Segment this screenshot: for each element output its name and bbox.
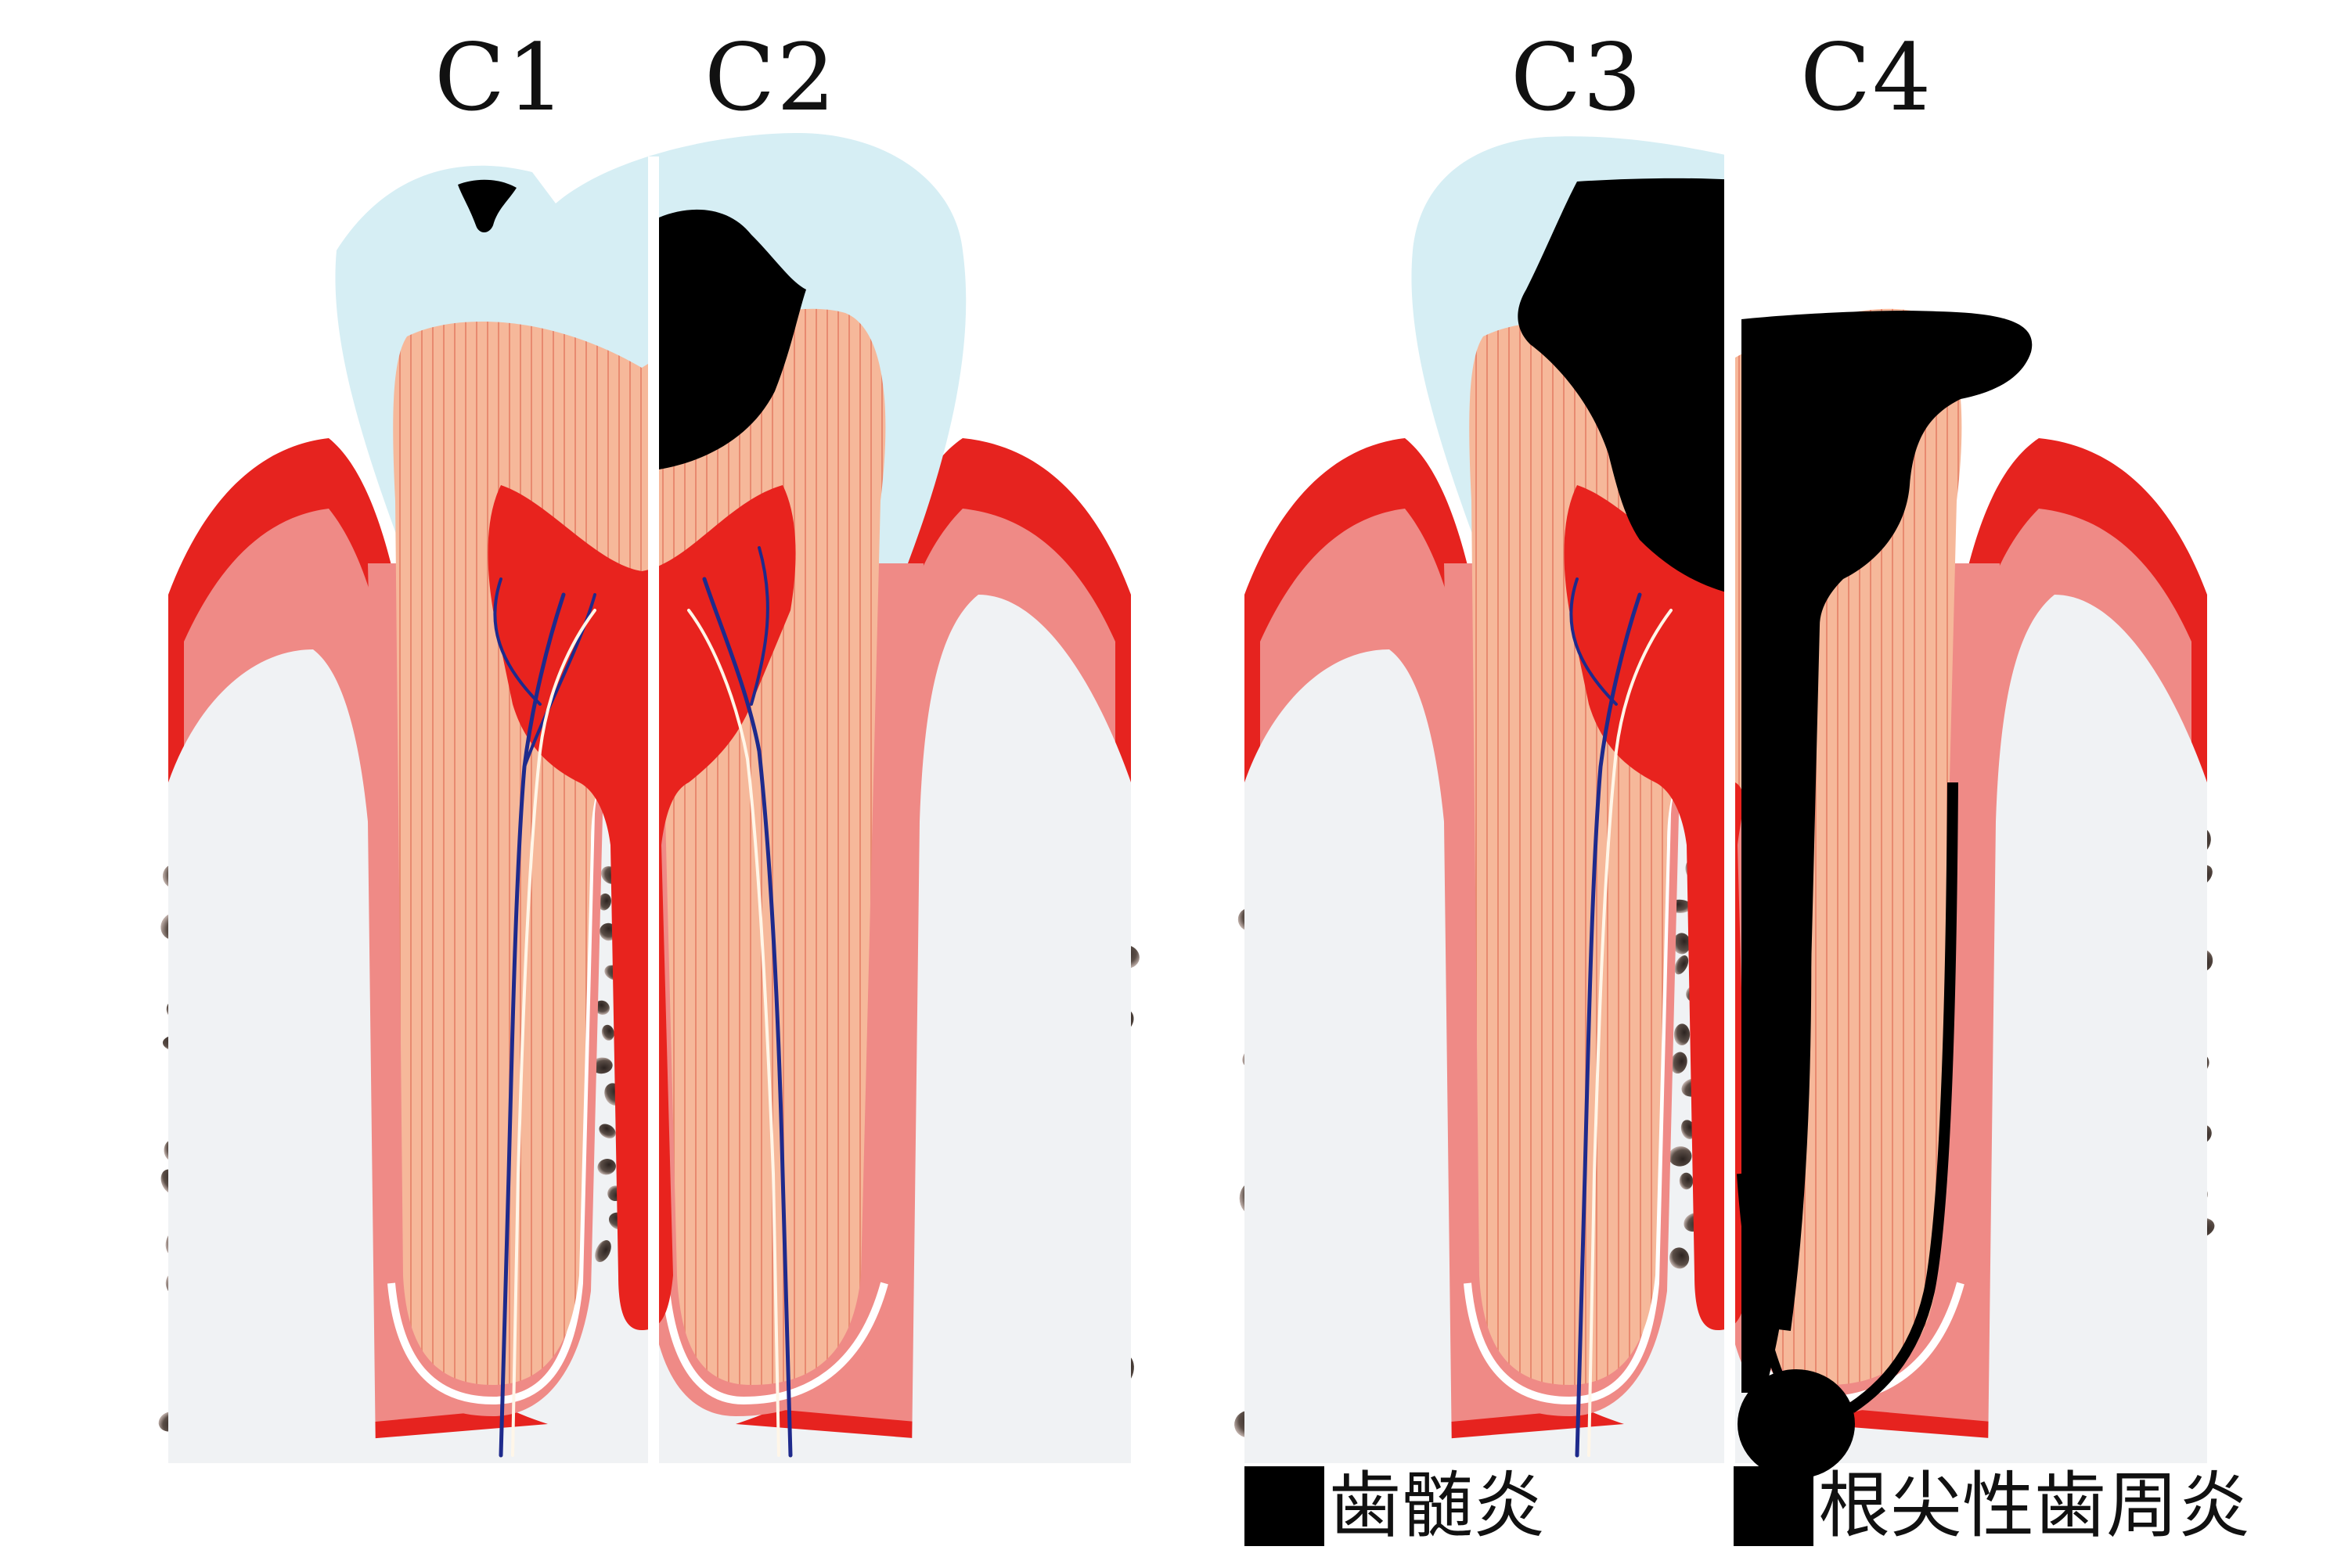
bone-crest-right bbox=[912, 595, 1131, 1455]
stage-label-c1: C1 bbox=[434, 31, 567, 124]
legend-label-pulpitis: 歯髄炎 bbox=[1329, 1470, 1545, 1542]
bone-crest-right-panel-left bbox=[1244, 649, 1452, 1455]
legend-swatch-apical-periodontitis bbox=[1734, 1466, 1813, 1546]
stage-label-c3: C3 bbox=[1511, 31, 1643, 124]
stage-label-c2: C2 bbox=[704, 31, 837, 124]
split-line-right bbox=[1724, 149, 1735, 1463]
apical-lesion bbox=[1738, 1369, 1855, 1479]
left-tooth-panel bbox=[156, 133, 1141, 1463]
legend-apical-periodontitis: 根尖性歯周炎 bbox=[1734, 1463, 2250, 1549]
legend-label-apical-periodontitis: 根尖性歯周炎 bbox=[1818, 1470, 2250, 1542]
right-tooth-panel bbox=[1231, 136, 2217, 1479]
stage-label-c4: C4 bbox=[1800, 31, 1932, 124]
split-line-left bbox=[648, 156, 659, 1463]
legend-swatch-pulpitis bbox=[1244, 1466, 1324, 1546]
bone-crest-left bbox=[168, 649, 376, 1455]
bone-crest-right-panel-right bbox=[1988, 595, 2207, 1455]
legend-pulpitis: 歯髄炎 bbox=[1244, 1463, 1545, 1549]
